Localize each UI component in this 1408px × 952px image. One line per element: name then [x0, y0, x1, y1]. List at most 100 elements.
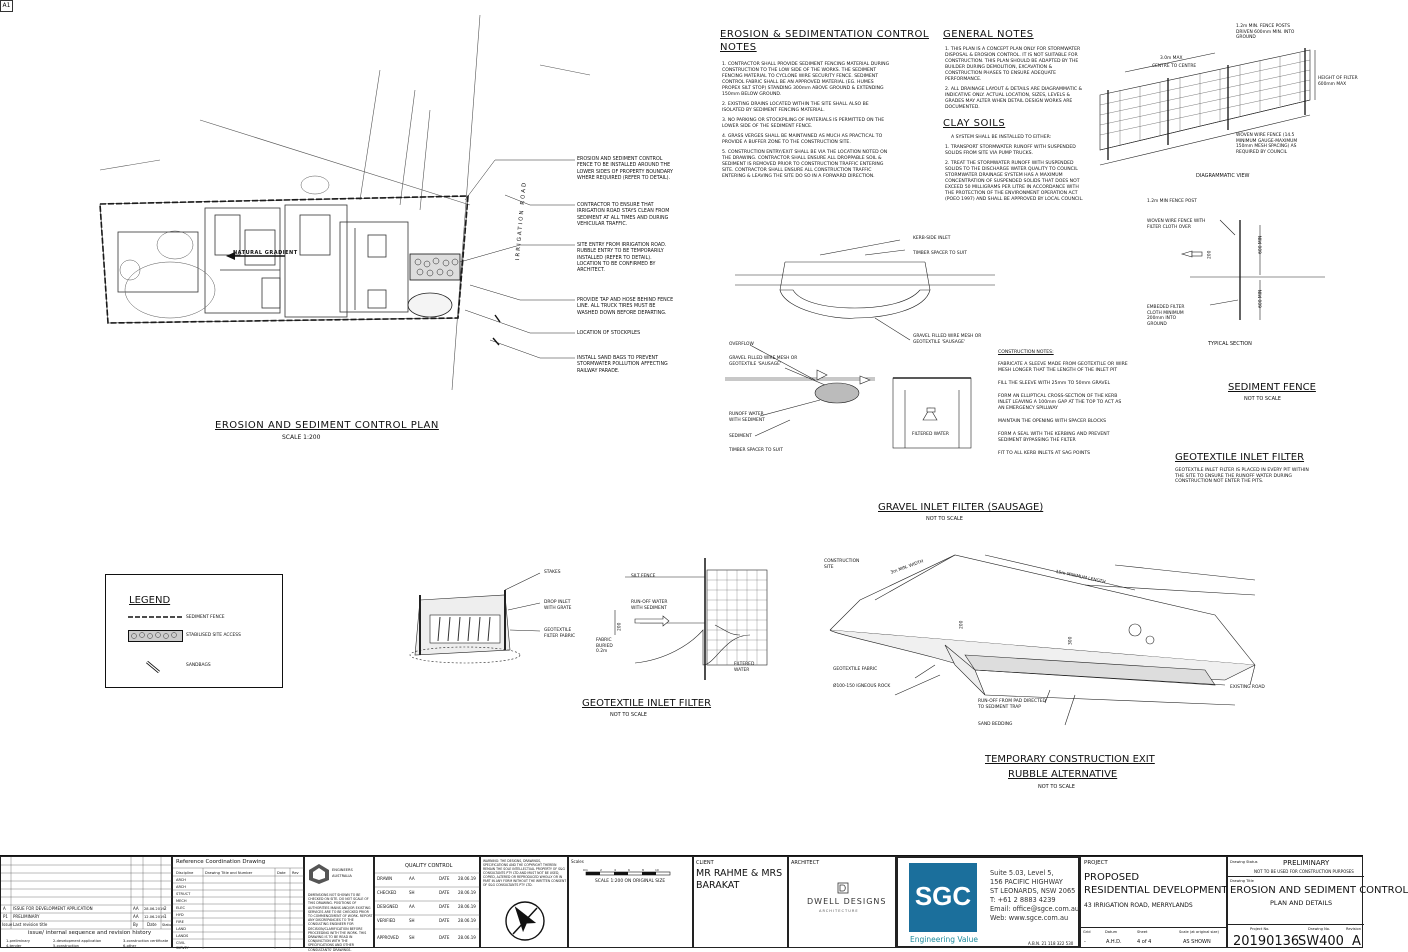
rev-row-date: 12.06.2019 — [144, 915, 165, 919]
sgc-email[interactable]: Email: office@sgce.com.au — [990, 905, 1080, 913]
exit-label-runoff: RUN-OFF FROM PAD DIRECTED TO SEDIMENT TR… — [978, 699, 1046, 710]
fence-label-filter-cloth: WOVEN WIRE FENCE WITH FILTER CLOTH OVER — [1147, 219, 1206, 230]
sediment-fence-title: SEDIMENT FENCE — [1228, 382, 1316, 393]
sgc-address-line: 156 PACIFIC HIGHWAY — [990, 878, 1063, 886]
sgc-address: Suite 5.03, Level 5, 156 PACIFIC HIGHWAY… — [990, 869, 1079, 923]
construction-note-item: FILL THE SLEEVE WITH 25mm TO 50mm GRAVEL — [998, 381, 1111, 386]
gravel-label-filtered: FILTERED WATER — [912, 432, 949, 437]
gravel-filter-title: GRAVEL INLET FILTER (SAUSAGE) — [878, 502, 1044, 513]
geo-label-geo: GEOTEXTILE FILTER FABRIC — [544, 628, 576, 639]
geotextile-note-text: GEOTEXTILE INLET FILTER IS PLACED IN EVE… — [1175, 468, 1309, 485]
fence-label-post: 1.2m MIN FENCE POST — [1147, 199, 1197, 204]
gravel-filter-scale: NOT TO SCALE — [926, 516, 963, 522]
rev-legend-5: 5-construction — [53, 944, 79, 948]
fence-dim-200: 200 — [1207, 250, 1213, 259]
project-panel: PROJECT PROPOSED RESIDENTIAL DEVELOPMENT… — [1080, 856, 1228, 948]
project-no-label: Project No. — [1250, 927, 1270, 931]
engineers-australia-text: ENGINEERS AUSTRALIA — [332, 868, 353, 878]
fence-diagrammatic-view: DIAGRAMMATIC VIEW — [1196, 173, 1250, 179]
rev-history-title: issue/ internal sequence and revision hi… — [28, 930, 152, 936]
gravel-label-runoff: RUNOFF WATER WITH SEDIMENT — [729, 412, 765, 423]
client-panel: CLIENT MR RAHME & MRS BARAKAT — [693, 856, 788, 948]
fence-dim-600a: 600 MIN — [1258, 235, 1264, 254]
sgc-panel: SGC Engineering Value Suite 5.03, Level … — [896, 856, 1080, 948]
qc-date: 28.06.19 — [458, 935, 476, 940]
drawing-title-label: Drawing Title — [1230, 879, 1254, 883]
sgc-address-line: T: +61 2 8883 4239 — [990, 896, 1056, 904]
construction-notes: CONSTRUCTION NOTES: FABRICATE A SLEEVE M… — [998, 350, 1128, 457]
qc-date-label: DATE — [439, 904, 450, 909]
rev-row-date: 28.06.2019 — [144, 907, 165, 911]
rev-header-status: Status — [162, 923, 173, 927]
qc-role: DESIGNED — [377, 904, 399, 909]
plan-callout-2: CONTRACTOR TO ENSURE THAT IRRIGATION ROA… — [577, 203, 670, 227]
esc-note-item: 4. GRASS VERGES SHALL BE MAINTAINED AS M… — [722, 134, 883, 145]
gravel-label-overflow: OVERFLOW — [729, 342, 754, 347]
ref-discipline: MECH — [176, 899, 187, 903]
rev-header-date: Date — [147, 922, 157, 927]
disclaimer-dims: DIMENSIONS NOT SHOWN TO BE CHECKED ON SI… — [308, 893, 373, 952]
gravel-label-timber2: TIMBER SPACER TO SUIT — [729, 448, 783, 453]
construction-note-item: FABRICATE A SLEEVE MADE FROM GEOTEXTILE … — [998, 362, 1128, 373]
rev-row-chk: 2 — [164, 906, 167, 911]
qc-grid-lines — [375, 872, 481, 930]
client-name: MR RAHME & MRS BARAKAT — [696, 868, 783, 891]
sheet-size-badge: A1 — [0, 0, 13, 12]
ref-discipline: STRUCT — [176, 892, 191, 896]
esc-note-item: 1. CONTRACTOR SHALL PROVIDE SEDIMENT FEN… — [722, 62, 890, 97]
revision-label: Revision — [1346, 927, 1362, 931]
rev-legend-2: 2-development application — [53, 939, 102, 943]
project-name-2: RESIDENTIAL DEVELOPMENT — [1084, 885, 1228, 896]
exit-dim-300: 300 — [1068, 636, 1074, 645]
rev-header-title: Last revision title — [13, 922, 48, 927]
clay-soils-intro: A SYSTEM SHALL BE INSTALLED TO EITHER: — [951, 135, 1052, 140]
legend-item-sediment-fence: SEDIMENT FENCE — [186, 615, 225, 620]
reference-coordination-panel: Reference Coordination Drawing Disciplin… — [172, 856, 305, 950]
scale-orig-label: Scale (at original size) — [1179, 930, 1219, 934]
rev-legend-3: 3-construction certificate — [123, 939, 169, 943]
exit-title-2: RUBBLE ALTERNATIVE — [1008, 769, 1118, 780]
rev-row-by: AA — [133, 914, 139, 919]
ref-discipline: LANDS — [176, 934, 189, 938]
construction-notes-title: CONSTRUCTION NOTES: — [998, 350, 1054, 355]
qc-who: AA — [409, 876, 415, 881]
geo-label-silt: SILT FENCE — [631, 574, 656, 579]
esc-notes-list: 1. CONTRACTOR SHALL PROVIDE SEDIMENT FEN… — [722, 62, 890, 184]
scale-tick: 10 — [655, 868, 659, 872]
rev-row-id: P1 — [3, 914, 8, 919]
general-notes-title: GENERAL NOTES — [943, 29, 1034, 40]
legend-title: LEGEND — [129, 595, 171, 606]
ref-discipline: ELEC — [176, 906, 186, 910]
revision-value: A — [1352, 934, 1361, 949]
ref-grid-lines — [173, 867, 305, 949]
scale-tick: 0m — [583, 868, 588, 872]
project-address: 43 IRRIGATION ROAD, MERRYLANDS — [1084, 902, 1193, 909]
ref-col-title: Drawing Title and Number — [205, 871, 253, 875]
plan-callout-5: LOCATION OF STOCKPILES — [577, 331, 641, 336]
scale-tick: 2 — [600, 868, 602, 872]
gravel-label-kerb: KERB-SIDE INLET — [913, 236, 951, 241]
architect-label: ARCHITECT — [791, 860, 820, 866]
qc-date: 28.06.19 — [458, 918, 476, 923]
drawing-info-panel: Drawing Status PRELIMINARY NOT TO BE USE… — [1227, 856, 1408, 949]
gravel-label-gravel2: GRAVEL FILLED WIRE MESH OR GEOTEXTILE 'S… — [729, 356, 798, 367]
project-no: 20190136 — [1233, 934, 1300, 949]
rev-header-by: By — [133, 922, 139, 927]
geo-label-stakes: STAKES — [544, 570, 561, 575]
ref-col-rev: Rev — [292, 871, 299, 875]
legend-item-stabilised-access: STABILISED SITE ACCESS — [186, 633, 241, 638]
sgc-address-line: ST LEONARDS, NSW 2065 — [990, 887, 1076, 895]
fence-label-embed: EMBEDED FILTER CLOTH MINIMUM 200mm INTO … — [1147, 305, 1185, 327]
sgc-address-line: Suite 5.03, Level 5, — [990, 869, 1054, 877]
fence-label-posts: 1.2m MIN. FENCE POSTS DRIVEN 600mm MIN. … — [1236, 24, 1295, 41]
plan-title: EROSION AND SEDIMENT CONTROL PLAN — [215, 420, 439, 431]
sgc-web[interactable]: Web: www.sgce.com.au — [990, 914, 1069, 922]
geotextile-detail-scale: NOT TO SCALE — [610, 712, 647, 718]
plan-callout-3: SITE ENTRY FROM IRRIGATION ROAD. RUBBLE … — [577, 243, 667, 274]
legend-sediment-fence-symbol — [128, 616, 183, 618]
gravel-label-timber1: TIMBER SPACER TO SUIT — [913, 251, 967, 256]
construction-note-item: FORM A SEAL WITH THE KERBING AND PREVENT… — [998, 432, 1110, 443]
fence-label-spacing: 3.0m MAX — [1160, 56, 1183, 61]
qc-who: SH — [409, 935, 415, 940]
qc-role: CHECKED — [377, 890, 397, 895]
